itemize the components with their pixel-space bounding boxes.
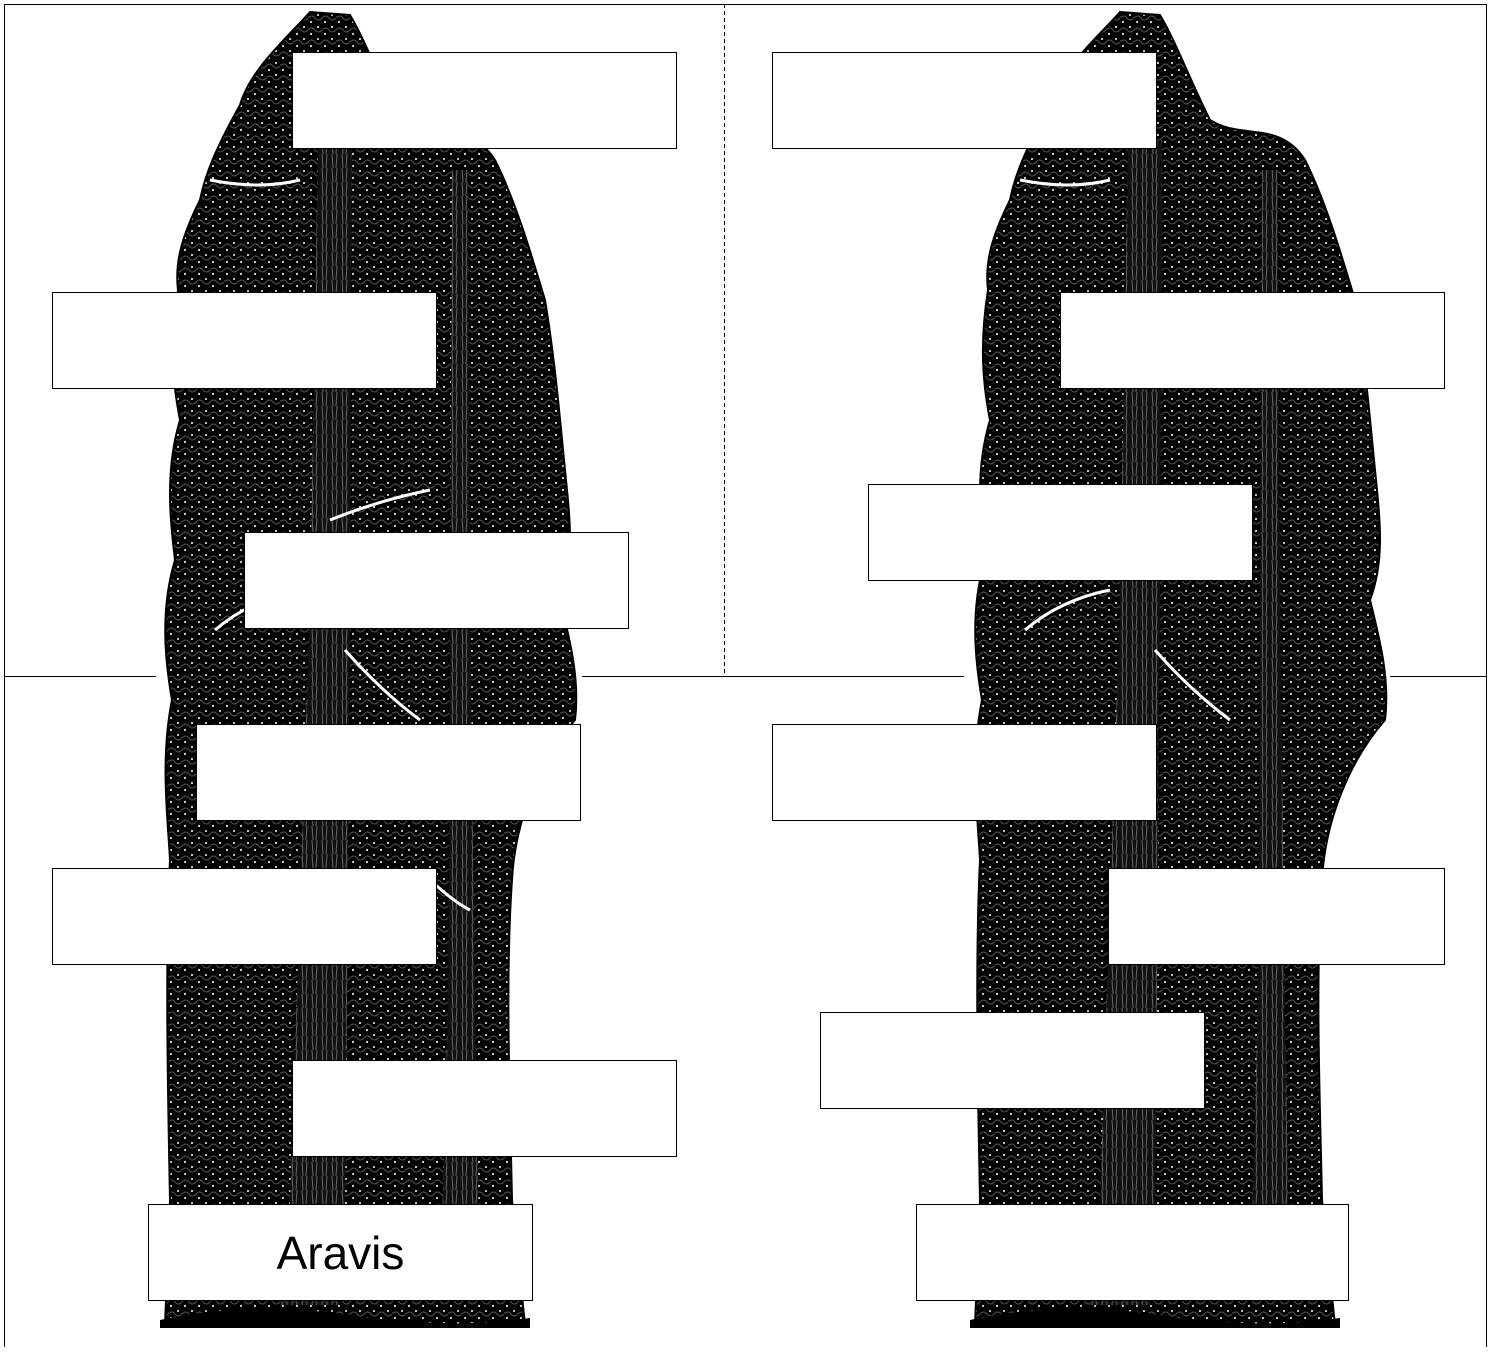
left-tree-label-box-2[interactable] bbox=[52, 292, 437, 389]
left-tree-label-box-3[interactable] bbox=[244, 532, 629, 629]
left-tree-label-box-4[interactable] bbox=[196, 724, 581, 821]
right-tree-label-box-7[interactable] bbox=[916, 1204, 1349, 1301]
right-tree-label-box-6[interactable] bbox=[820, 1012, 1205, 1109]
left-tree-label-box-5[interactable] bbox=[52, 868, 437, 965]
right-tree-label-box-5[interactable] bbox=[1108, 868, 1445, 965]
left-tree-label-box-1[interactable] bbox=[292, 52, 677, 149]
right-tree-label-box-4[interactable] bbox=[772, 724, 1157, 821]
right-tree-label-box-1[interactable] bbox=[772, 52, 1157, 149]
left-tree-label-box-7[interactable]: Aravis bbox=[148, 1204, 533, 1301]
left-tree-label-box-6[interactable] bbox=[292, 1060, 677, 1157]
right-tree-label-box-3[interactable] bbox=[868, 484, 1253, 581]
sequoia-tree-right-illustration bbox=[970, 12, 1386, 1328]
left-tree-label-text-7: Aravis bbox=[277, 1226, 405, 1280]
right-tree-label-box-2[interactable] bbox=[1060, 292, 1445, 389]
tree-foliage bbox=[975, 12, 1386, 1325]
